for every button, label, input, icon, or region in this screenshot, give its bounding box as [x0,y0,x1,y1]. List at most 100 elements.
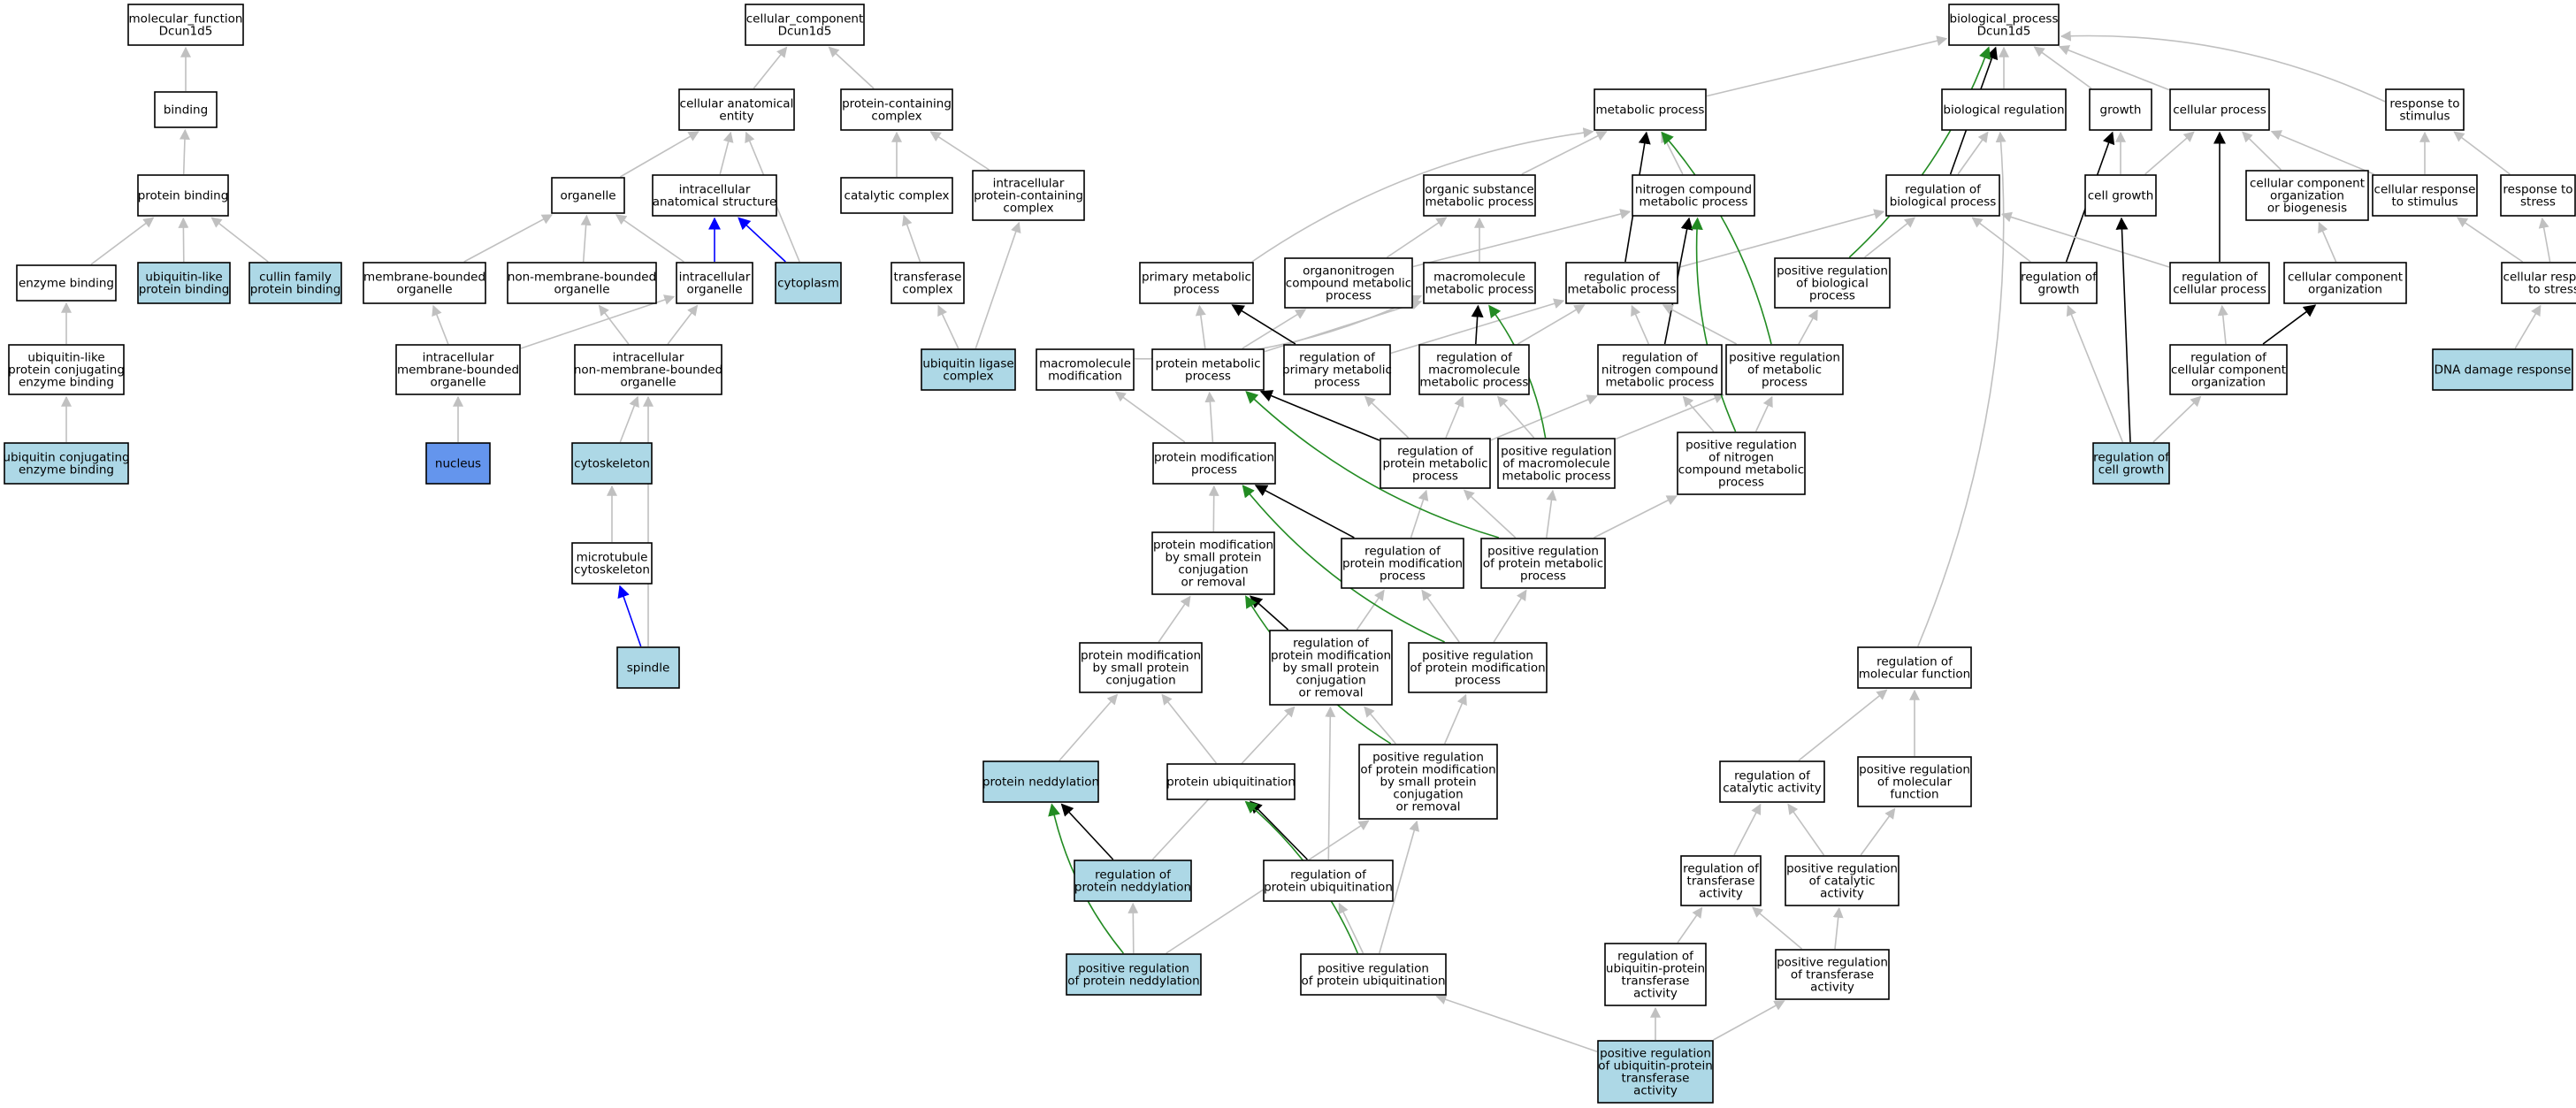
go-term-protein-ubiquitination[interactable]: protein ubiquitination [1166,763,1296,800]
edge-protein_neddylation-to-pm_by_small_conj [1059,693,1119,761]
go-term-binding[interactable]: binding [154,91,218,128]
go-term-metabolic-process[interactable]: metabolic process [1594,88,1707,131]
go-term-spindle[interactable]: spindle [616,646,680,689]
go-term-label-line: biological_process [1950,12,2059,27]
go-term-box [1885,174,2000,217]
go-term-organelle[interactable]: organelle [551,177,625,214]
go-term-dna-damage-response[interactable]: DNA damage response [2432,348,2573,391]
go-term-cytoplasm[interactable]: cytoplasm [775,262,842,304]
go-term-cell-growth[interactable]: cell growth [2084,174,2157,217]
go-term-label-line: macromolecule [1039,357,1131,371]
go-term-label-line: regulation of [1290,868,1367,883]
go-term-catalytic-complex[interactable]: catalytic complex [840,177,953,214]
go-term-protein-neddylation[interactable]: protein neddylation [982,760,1099,803]
go-term-box [137,262,231,304]
go-term-biological-regulation[interactable]: biological regulation [1941,88,2067,131]
go-term-box [395,344,521,395]
go-term-cellular-process[interactable]: cellular process [2169,88,2270,131]
go-term-protein-binding[interactable]: protein binding [137,174,229,217]
go-term-label-line: anatomical structure [653,195,777,210]
go-term-nucleus[interactable]: nucleus [425,442,491,485]
go-term-label-line: of ubiquitin-protein [1598,1059,1713,1074]
go-term-cytoskeleton[interactable]: cytoskeleton [571,442,653,485]
go-term-enzyme-binding[interactable]: enzyme binding [16,264,117,302]
go-term-label-line: ubiquitin-protein [1606,962,1705,976]
go-term-label-line: spindle [627,661,670,676]
go-term-growth[interactable]: growth [2089,88,2152,131]
go-term-label-line: metabolic process [1606,376,1715,390]
go-term-label-line: organelle [430,376,485,390]
go-term-label-line: protein-containing [842,97,952,111]
